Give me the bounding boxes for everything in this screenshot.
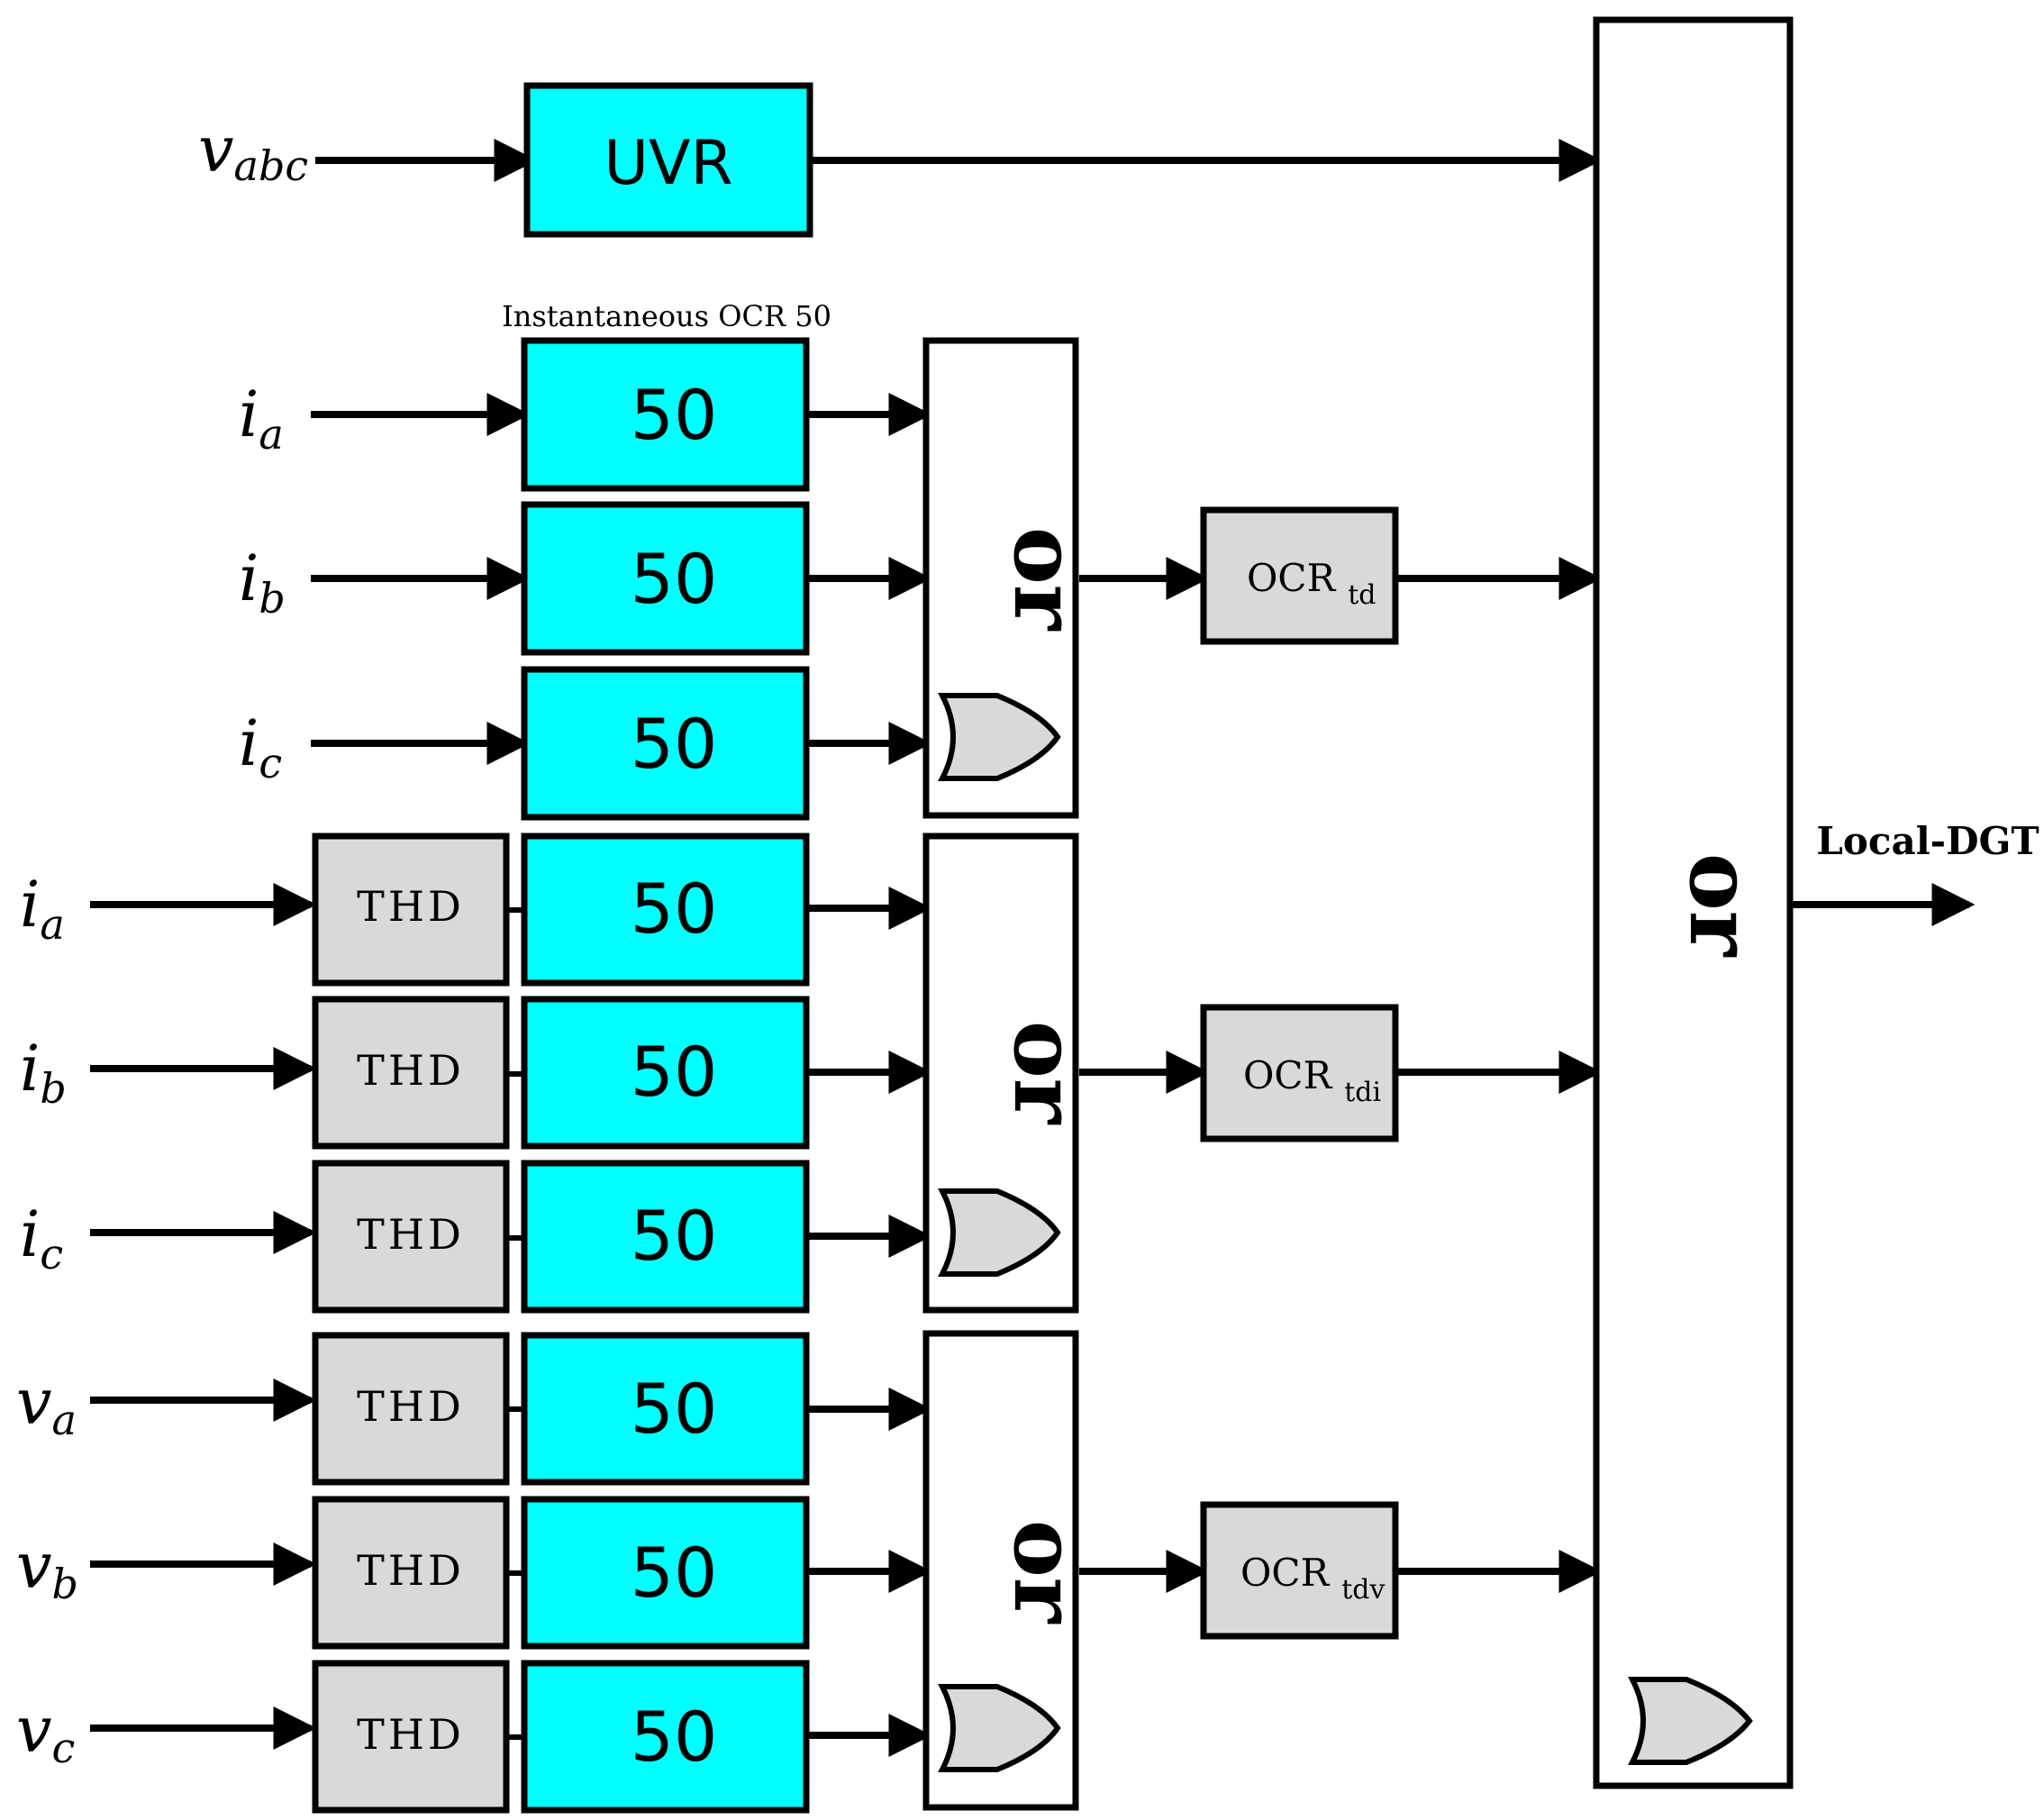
ocr-tdi-block (1200, 1004, 1399, 1142)
row-8-value: 50 (631, 1533, 718, 1613)
row-9-thd-label: THD (357, 1710, 465, 1759)
row-7: va THD 50 (16, 1332, 932, 1486)
row-6-value: 50 (631, 1196, 718, 1276)
ocr-td-block (1200, 506, 1399, 645)
or-gate-2-symbol-icon (938, 1188, 1061, 1277)
row-9: vc THD 50 (16, 1660, 932, 1814)
row-5: ib THD 50 (20, 996, 932, 1150)
row-5-input-label: ib (20, 1032, 67, 1113)
row-3-input-label: ic (239, 706, 282, 787)
row-1: ia 50 (239, 337, 932, 492)
row-4-input-label: ia (20, 868, 65, 949)
row-6-thd-label: THD (357, 1210, 465, 1259)
row-7-thd-label: THD (357, 1382, 465, 1431)
row-6-thd-block (312, 1160, 510, 1314)
row-6: ic THD 50 (20, 1160, 932, 1314)
uvr-label: UVR (604, 128, 733, 199)
row-1-input-label: ia (239, 378, 284, 459)
row-2-ocr50-block (521, 501, 810, 656)
output-label: Local-DGT (1816, 819, 2039, 863)
final-or-label: or (1670, 853, 1772, 958)
row-3-value: 50 (631, 704, 718, 784)
row-8-ocr50-block (521, 1496, 810, 1650)
row-2-value: 50 (631, 539, 718, 619)
row-9-input-label: vc (16, 1693, 75, 1772)
row-4-thd-block (312, 833, 510, 987)
row-7-input-label: va (16, 1365, 77, 1444)
row-2-input-label: ib (239, 541, 286, 623)
row-6-ocr50-block (521, 1160, 810, 1314)
row-8-input-label: vb (16, 1529, 78, 1608)
or-gate-1-symbol-icon (938, 693, 1061, 781)
row-8: vb THD 50 (16, 1496, 932, 1650)
row-4-thd-label: THD (357, 882, 465, 931)
row-4-value: 50 (631, 869, 718, 949)
row-1-value: 50 (631, 375, 718, 455)
instantaneous-caption: Instantaneous OCR 50 (502, 299, 831, 333)
final-or-group: or Local-DGT (1593, 16, 2039, 1789)
row-5-thd-label: THD (357, 1046, 465, 1095)
row-8-thd-block (312, 1496, 510, 1650)
row-8-thd-label: THD (357, 1546, 465, 1595)
or-gate-3-symbol-icon (938, 1684, 1061, 1772)
row-5-thd-block (312, 996, 510, 1150)
row-9-value: 50 (631, 1697, 718, 1777)
uvr-input-label: vabc (198, 113, 308, 190)
row-4: ia THD 50 (20, 833, 932, 987)
row-5-value: 50 (631, 1032, 718, 1112)
row-7-value: 50 (631, 1369, 718, 1449)
final-or-symbol-icon (1628, 1677, 1753, 1765)
uvr-row: vabc UVR (198, 82, 1603, 238)
row-6-input-label: ic (20, 1197, 63, 1279)
row-3: ic 50 (239, 666, 932, 821)
final-or-gate (1593, 16, 1794, 1789)
row-1-ocr50-block (521, 337, 810, 492)
row-4-ocr50-block (521, 833, 810, 987)
row-3-ocr50-block (521, 666, 810, 821)
row-2: ib 50 (239, 501, 932, 656)
